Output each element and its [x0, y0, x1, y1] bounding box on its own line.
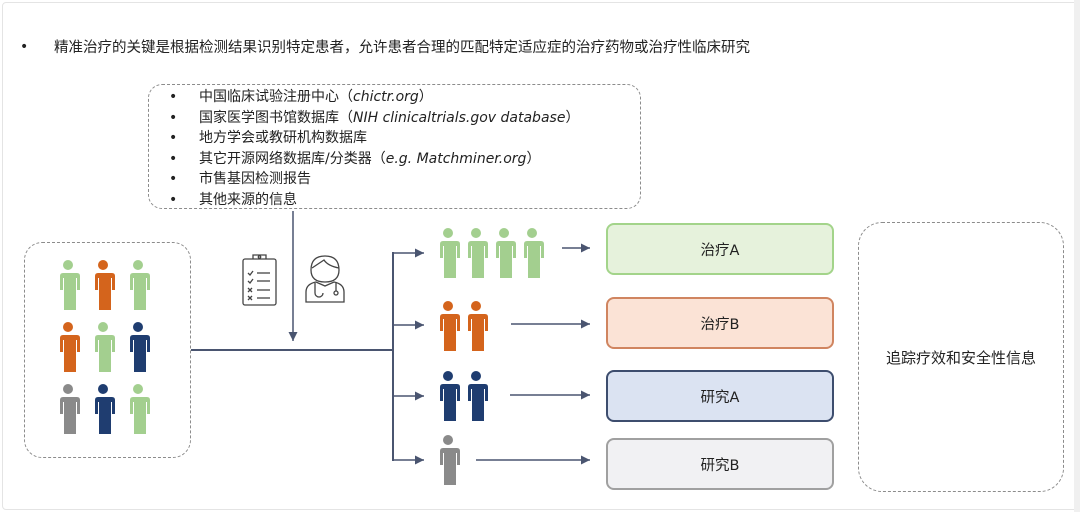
tracking-box: 追踪疗效和安全性信息: [858, 222, 1064, 492]
source-item: • 其他来源的信息: [169, 190, 640, 211]
person-icon: [56, 321, 80, 377]
treatment-a-label: 治疗A: [700, 242, 740, 259]
data-sources-box: •中国临床试验注册中心（chictr.org）•国家医学图书馆数据库（NIH c…: [148, 84, 641, 209]
source-item: • 中国临床试验注册中心（chictr.org）: [169, 87, 640, 108]
source-en: e.g. Matchminer.org: [385, 150, 527, 167]
source-en: NIH clinicaltrials.gov database: [353, 109, 566, 126]
headline-text: 精准治疗的关键是根据检测结果识别特定患者，允许患者合理的匹配特定适应症的治疗药物…: [54, 40, 750, 56]
bullet: •: [169, 130, 178, 146]
source-tail: ）: [526, 150, 541, 167]
right-edge: [1074, 0, 1080, 512]
bullet: •: [169, 171, 178, 187]
tracking-label: 追踪疗效和安全性信息: [885, 348, 1036, 367]
person-icon: [91, 383, 115, 439]
bullet: •: [169, 89, 178, 105]
source-tail: ）: [565, 109, 580, 126]
doctor-icon: [305, 255, 345, 303]
person-icon: [56, 383, 80, 439]
bullet: •: [20, 38, 29, 55]
person-icon: [436, 434, 460, 490]
source-zh: 其他来源的信息: [199, 191, 297, 208]
source-en: chictr.org: [353, 89, 419, 105]
study-a-box: 研究A: [606, 370, 834, 422]
treatment-a-box: 治疗A: [606, 223, 834, 275]
patient-pool-box: [24, 242, 191, 458]
treatment-b-label: 治疗B: [700, 316, 740, 333]
source-zh: 其它开源网络数据库/分类器（: [199, 150, 386, 167]
study-b-label: 研究B: [700, 457, 740, 474]
study-a-label: 研究A: [700, 389, 740, 406]
person-icon: [91, 259, 115, 315]
source-zh: 中国临床试验注册中心（: [199, 89, 353, 105]
source-item: • 其它开源网络数据库/分类器（e.g. Matchminer.org）: [169, 149, 640, 170]
person-icon: [126, 321, 150, 377]
treatment-b-box: 治疗B: [606, 297, 834, 349]
person-icon: [56, 259, 80, 315]
person-icon: [436, 370, 460, 426]
source-zh: 市售基因检测报告: [199, 171, 311, 187]
person-icon: [436, 300, 460, 356]
source-zh: 国家医学图书馆数据库（: [199, 109, 353, 126]
source-tail: ）: [418, 89, 433, 105]
person-icon: [126, 259, 150, 315]
bullet: •: [169, 150, 178, 167]
person-icon: [436, 227, 460, 283]
study-b-box: 研究B: [606, 438, 834, 490]
clipboard-checklist-icon: [242, 254, 277, 306]
bullet: •: [169, 191, 178, 208]
person-icon: [464, 370, 488, 426]
person-icon: [492, 227, 516, 283]
person-icon: [126, 383, 150, 439]
bullet: •: [169, 109, 178, 126]
source-item: • 国家医学图书馆数据库（NIH clinicaltrials.gov datab…: [169, 108, 640, 129]
person-icon: [464, 227, 488, 283]
person-icon: [464, 300, 488, 356]
person-icon: [91, 321, 115, 377]
source-item: • 市售基因检测报告: [169, 169, 640, 190]
headline: • 精准治疗的关键是根据检测结果识别特定患者，允许患者合理的匹配特定适应症的治疗…: [20, 36, 750, 57]
source-zh: 地方学会或教研机构数据库: [199, 130, 367, 146]
person-icon: [520, 227, 544, 283]
source-item: • 地方学会或教研机构数据库: [169, 128, 640, 149]
